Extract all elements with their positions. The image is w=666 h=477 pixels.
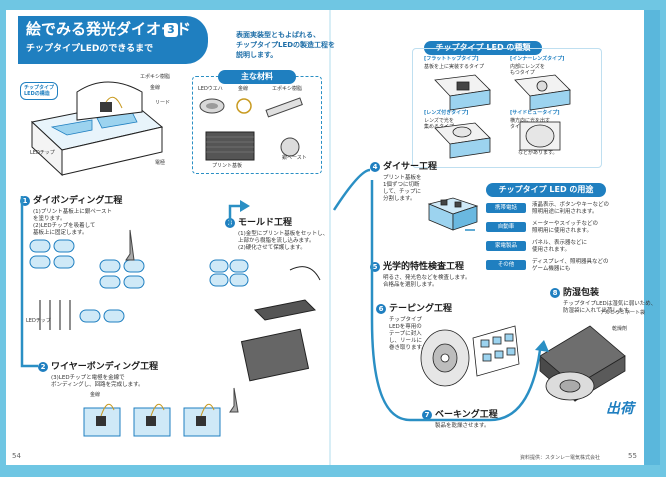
step-8-number: 8 — [550, 288, 560, 298]
step-8-desc: チップタイプLEDは湿気に弱いため、 防湿袋に入れて出荷します。 — [563, 301, 657, 314]
use-row-appliance: 家電製品 パネル、表示器などに 使用されます。 — [486, 238, 636, 256]
page-number-right: 55 — [628, 452, 637, 460]
use-badge-phone: 携帯電話 — [486, 203, 526, 213]
step-4-desc: プリント基板を 1個ずつに切断 して、チップに 分割します。 — [383, 175, 422, 202]
side-index-strip — [644, 10, 660, 465]
use-text-other: ディスプレイ、照明器具などの ゲーム機器にも — [532, 259, 609, 272]
step-3-desc: (1)金型にプリント基板をセットし、 上部から樹脂を流し込みます。 (2)硬化さ… — [238, 231, 329, 251]
led-cutaway-illustration — [30, 81, 164, 177]
step-1-desc: (1)プリント基板上に銀ペースト を塗ります。 (2)LEDチップを吸着して 基… — [33, 209, 113, 236]
material-epoxy: エポキシ樹脂 — [272, 86, 303, 92]
part-electrode: 電極 — [155, 160, 166, 166]
material-silver-paste: 銀ペースト — [282, 155, 307, 161]
footer-credit: 資料提供：スタンレー電気株式会社 — [520, 455, 601, 461]
type-flat-top-desc: 基板を上に実装するタイプ — [424, 64, 485, 70]
use-text-appliance: パネル、表示器などに 使用されます。 — [532, 240, 588, 253]
type-side-view-name: [サイドビュータイプ] — [510, 110, 560, 116]
step-8-title: 防湿包装 — [563, 288, 600, 298]
use-row-other: その他 ディスプレイ、照明器具などの ゲーム機器にも — [486, 257, 636, 275]
type-lens-name: [レンズ付きタイプ] — [424, 110, 469, 116]
materials-illustration — [199, 97, 303, 161]
step-6-desc: チップタイプ LEDを専用の テープに封入 し、リールに 巻き取ります。 — [389, 317, 427, 351]
page-title: 絵でみる発光ダイオード — [26, 20, 192, 38]
flow-arrow-right — [332, 168, 549, 422]
part-led-chip: LEDチップ — [30, 150, 55, 156]
step-2-title: ワイヤーボンディング工程 — [51, 362, 159, 372]
step-1-led-chip: LEDチップ — [26, 318, 51, 324]
step-7-title: ベーキング工程 — [435, 410, 498, 420]
type-flat-top-name: [フラットトップタイプ] — [424, 56, 479, 62]
material-led-wafer: LEDウエハ — [198, 86, 223, 92]
step-6-illustration — [420, 325, 520, 387]
use-badge-other: その他 — [486, 260, 526, 270]
types-panel — [412, 48, 602, 168]
step-8-illustration — [539, 325, 626, 402]
shipping-label: 出荷 — [606, 401, 634, 417]
step-3-illustration — [209, 259, 321, 382]
material-gold-wire: 金線 — [238, 86, 249, 92]
label-alumi-bag: アルミラミネート袋 — [600, 310, 645, 316]
types-illustrations — [434, 74, 571, 159]
cutaway-label: チップタイプ LEDの構造 — [20, 82, 59, 100]
title-banner: 絵でみる発光ダイオード 3 チップタイプLEDのできるまで — [18, 16, 208, 64]
step-5-number: 5 — [370, 262, 380, 272]
step-2-desc: (3)LEDチップと電極を金線で ボンディングし、回路を完成します。 — [51, 375, 144, 388]
step-4-title: ダイサー工程 — [383, 162, 438, 172]
type-side-view-desc: 横方向に光を出す タイプ — [510, 118, 551, 130]
step-1-illustration — [29, 229, 145, 330]
title-number: 3 — [164, 23, 178, 37]
page-subtitle: チップタイプLEDのできるまで — [26, 44, 154, 54]
material-pcb: プリント基板 — [212, 163, 243, 169]
step-7-number: 7 — [422, 410, 432, 420]
use-text-car: メーターやスイッチなどの 照明用に使用されます。 — [532, 221, 599, 234]
use-badge-appliance: 家電製品 — [486, 241, 526, 251]
step-2-illustration — [83, 387, 239, 437]
step-1-title: ダイボンディング工程 — [33, 196, 123, 206]
use-row-car: 自動車 メーターやスイッチなどの 照明用に使用されます。 — [486, 219, 636, 237]
page-number-left: 54 — [12, 452, 21, 460]
use-row-phone: 携帯電話 液晶表示、ボタンやキーなどの 照明用途に利用されます。 — [486, 200, 636, 218]
part-epoxy: エポキシ樹脂 — [140, 74, 171, 80]
step-3-title: モールド工程 — [238, 218, 293, 228]
type-inner-lens-desc: 内部にレンズを もつタイプ — [510, 64, 545, 76]
uses-list: 携帯電話 液晶表示、ボタンやキーなどの 照明用途に利用されます。 自動車 メータ… — [486, 200, 636, 280]
gutter — [329, 10, 331, 465]
step-1-number: 1 — [20, 196, 30, 206]
step-4-number: 4 — [370, 162, 380, 172]
label-desiccant: 乾燥剤 — [612, 326, 628, 332]
uses-title: チップタイプ LED の用途 — [486, 183, 606, 197]
step-6-number: 6 — [376, 304, 386, 314]
types-note: などがあります。 — [518, 150, 558, 156]
step-5-desc: 明るさ、発光色などを検査します。 合格品を選別します。 — [383, 275, 471, 288]
flow-arrow-left — [20, 196, 250, 368]
use-text-phone: 液晶表示、ボタンやキーなどの 照明用途に利用されます。 — [532, 202, 610, 215]
lead-text: 表面実装型ともよばれる、 チップタイプLEDの製造工程を 説明します。 — [236, 31, 336, 59]
type-inner-lens-name: [インナーレンズタイプ] — [510, 56, 565, 62]
left-page — [6, 10, 329, 465]
type-lens-desc: レンズで光を 集めるタイプ — [424, 118, 455, 130]
step-2-gold-wire: 金線 — [90, 392, 101, 398]
step-2-number: 2 — [38, 362, 48, 372]
materials-title: 主な材料 — [218, 70, 296, 84]
part-gold-wire: 金線 — [150, 85, 161, 91]
step-6-title: テーピング工程 — [389, 304, 453, 314]
step-7-desc: 製品を乾燥させます。 — [435, 423, 490, 429]
part-lead: リード — [155, 100, 171, 106]
step-4-illustration — [427, 197, 479, 231]
use-badge-car: 自動車 — [486, 222, 526, 232]
step-5-title: 光学的特性検査工程 — [383, 262, 465, 272]
